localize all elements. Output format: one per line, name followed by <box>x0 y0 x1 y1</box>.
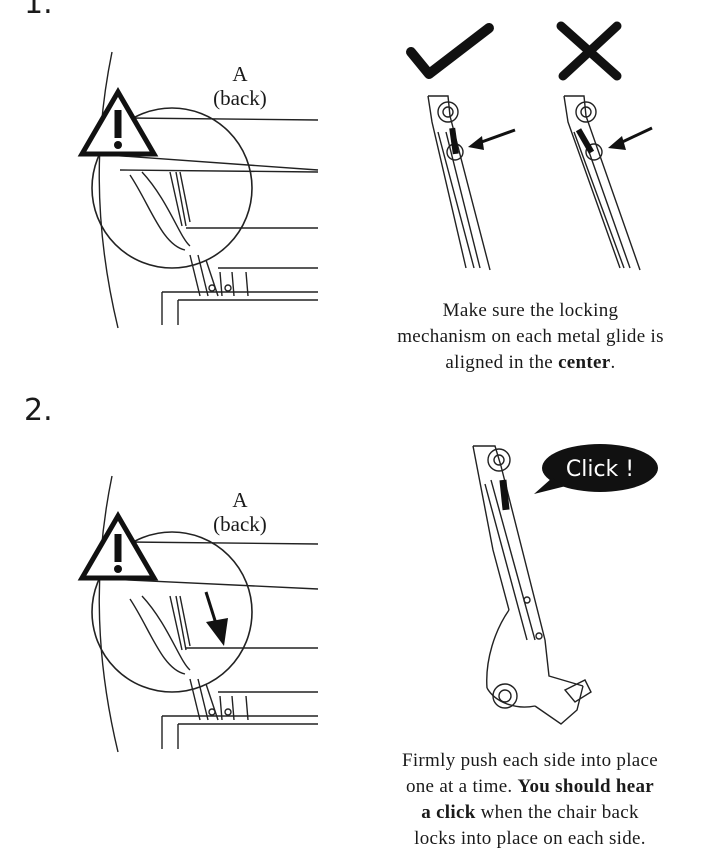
correct-glide-illustration <box>427 95 516 271</box>
caption-text: one at a time. <box>405 776 518 797</box>
caption-text: . <box>610 352 616 373</box>
warning-triangle-icon <box>77 87 159 157</box>
label-a-text: A <box>232 62 248 86</box>
step-1-caption: Make sure the locking mechanism on each … <box>368 298 693 376</box>
caption-text: when the chair back <box>475 802 639 823</box>
warning-triangle-icon <box>77 511 159 581</box>
label-a-text: A <box>232 488 248 512</box>
step-1-chair-illustration <box>91 51 319 329</box>
step-2-caption-line-3: a click when the chair back <box>360 800 700 826</box>
step-2-number: 2. <box>24 393 53 428</box>
incorrect-glide-illustration <box>563 95 653 271</box>
step-1-caption-line-1: Make sure the locking <box>442 300 619 321</box>
x-mark-icon <box>556 21 622 81</box>
caption-bold-text: a click <box>421 802 476 823</box>
step-1-number: 1. <box>24 0 53 21</box>
step-1-caption-line-3: aligned in the center. <box>368 350 693 376</box>
step-2-caption-line-2: one at a time. You should hear <box>360 774 700 800</box>
checkmark-icon <box>406 23 494 79</box>
caption-bold-text: You should hear <box>517 776 655 797</box>
label-back-text: (back) <box>213 512 267 536</box>
push-down-arrow-icon <box>206 618 228 646</box>
caption-bold-text: center <box>558 352 611 373</box>
step-2-caption-line-1: Firmly push each side into place <box>401 750 658 771</box>
step-2-caption: Firmly push each side into place one at … <box>360 748 700 852</box>
step-2-label-a: A (back) <box>205 488 275 536</box>
glide-click-illustration <box>472 445 592 725</box>
step-2-chair-illustration <box>91 475 319 753</box>
click-bubble-text: Click ! <box>566 457 634 482</box>
caption-text: aligned in the <box>445 352 559 373</box>
step-2-caption-line-4: locks into place on each side. <box>414 828 646 849</box>
click-speech-bubble: Click ! <box>534 444 658 494</box>
label-back-text: (back) <box>213 86 267 110</box>
step-1-caption-line-2: mechanism on each metal glide is <box>397 326 664 347</box>
step-1-label-a: A (back) <box>205 62 275 110</box>
